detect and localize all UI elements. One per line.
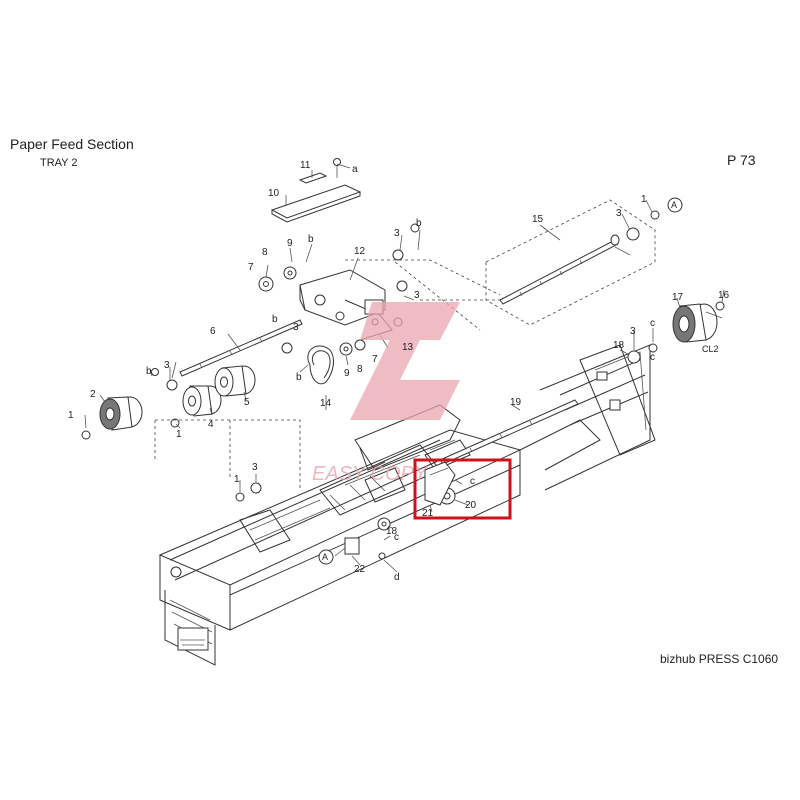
timing-belt-14 (307, 345, 334, 385)
callout-21: 21 (422, 508, 434, 519)
callout-15: 15 (532, 214, 544, 225)
callout-b: b (308, 234, 314, 245)
tray-label: TRAY 2 (40, 157, 78, 169)
callout-6: 6 (210, 326, 216, 337)
callout-2: 2 (90, 389, 96, 400)
callout-b: b (272, 314, 278, 325)
callout-c: c (394, 532, 399, 543)
callout-8: 8 (262, 247, 268, 258)
callout-1: 1 (68, 410, 74, 421)
callout-1: 1 (641, 194, 647, 205)
top-cover (270, 158, 362, 223)
callout-labels: 11 a 10 9 8 7 b 12 b 3 3 6 3 b 13 9 8 7 … (68, 160, 730, 583)
highlight-box (413, 458, 512, 520)
pickup-roller-2 (99, 396, 143, 431)
callout-19: 19 (510, 397, 522, 408)
callout-3: 3 (293, 322, 299, 333)
callout-20: 20 (465, 500, 477, 511)
gears-and-washers (81, 210, 725, 560)
connection-markers (318, 197, 683, 565)
assembly-groupings (154, 259, 501, 490)
callout-16: 16 (718, 290, 730, 301)
callout-9: 9 (287, 238, 293, 249)
shaft-15 (485, 199, 656, 326)
callout-17: 17 (672, 292, 684, 303)
callout-3: 3 (252, 462, 258, 473)
callout-5: 5 (244, 397, 250, 408)
leader-lines (84, 163, 725, 573)
callout-c: c (650, 318, 655, 329)
bracket-21 (424, 461, 456, 506)
callout-b: b (146, 366, 152, 377)
watermark-text: EASY COPY (312, 463, 429, 485)
callout-22: 22 (354, 564, 366, 575)
callout-4: 4 (208, 419, 214, 430)
callout-13: 13 (402, 342, 414, 353)
callout-8: 8 (357, 364, 363, 375)
callout-c: c (470, 476, 475, 487)
callout-10: 10 (268, 188, 280, 199)
callout-A: A (322, 552, 328, 562)
callout-3: 3 (630, 326, 636, 337)
separation-roller-5 (214, 365, 256, 397)
callout-18: 18 (613, 340, 625, 351)
model-name: bizhub PRESS C1060 (660, 652, 779, 666)
feed-roller-4 (182, 385, 222, 417)
clutch-17 (672, 303, 723, 343)
callout-3: 3 (394, 228, 400, 239)
callout-7: 7 (372, 354, 378, 365)
callout-9: 9 (344, 368, 350, 379)
shaft-19 (439, 399, 579, 465)
tray-frame (158, 429, 522, 666)
callout-7: 7 (248, 262, 254, 273)
callout-3: 3 (616, 208, 622, 219)
callout-a: a (352, 164, 358, 175)
callout-1: 1 (176, 429, 182, 440)
callout-b: b (296, 372, 302, 383)
callout-CL2: CL2 (702, 344, 719, 354)
callout-11: 11 (300, 160, 311, 171)
callout-3: 3 (414, 290, 420, 301)
callout-A: A (671, 200, 677, 210)
callout-18: 18 (386, 526, 398, 537)
callout-12: 12 (354, 246, 366, 257)
callout-d: d (394, 572, 400, 583)
side-frame-right (519, 344, 656, 491)
callout-14: 14 (320, 398, 332, 409)
page-number: P 73 (727, 152, 756, 168)
callout-1: 1 (234, 474, 240, 485)
callout-c: c (650, 352, 655, 363)
callout-3: 3 (164, 360, 170, 371)
shaft-6 (179, 319, 303, 377)
watermark: EASY COPY (312, 302, 460, 485)
callout-b: b (416, 218, 422, 229)
section-title: Paper Feed Section (10, 136, 134, 152)
